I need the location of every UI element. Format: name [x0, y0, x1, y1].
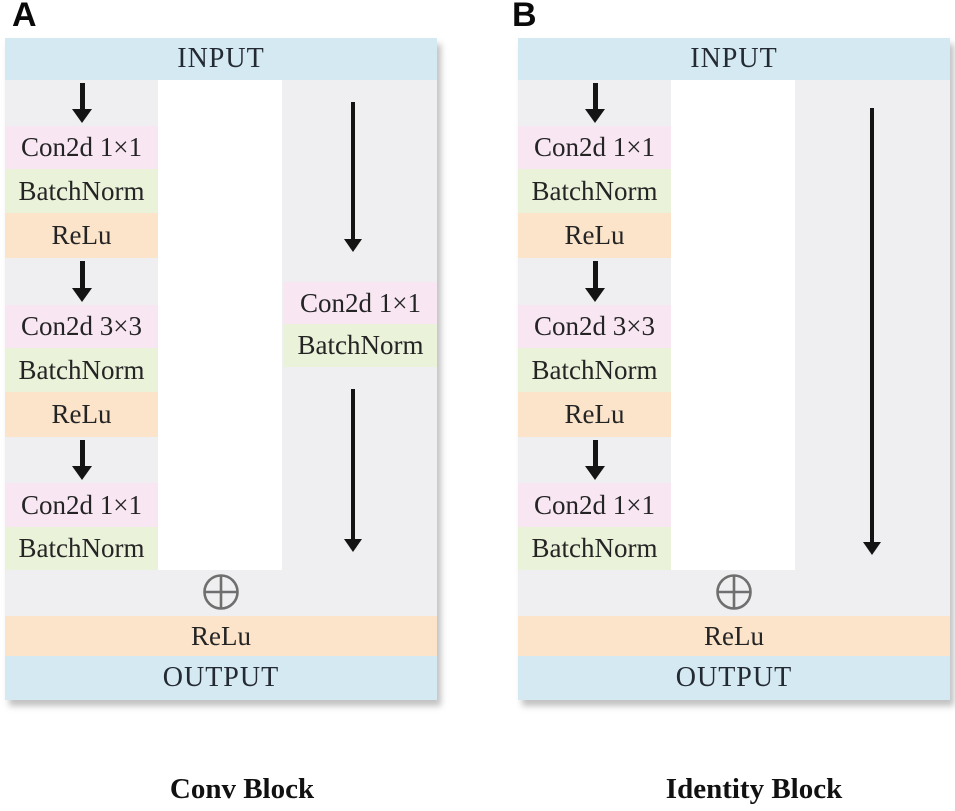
- conv-layer-box: Con2d 1×1: [5, 483, 158, 527]
- arrow-down-icon: [585, 83, 605, 123]
- shortcut-arrow-icon: [343, 389, 363, 552]
- main-path-background: [158, 80, 282, 570]
- input-label: INPUT: [690, 43, 778, 74]
- panel-caption: Identity Block: [665, 773, 843, 805]
- layer-label: Con2d 3×3: [534, 311, 655, 341]
- layer-label: Con2d 1×1: [300, 287, 421, 318]
- layer-label: ReLu: [564, 220, 625, 250]
- relu-layer-box: ReLu: [5, 213, 158, 258]
- layer-label: ReLu: [51, 220, 112, 250]
- add-icon: [201, 572, 241, 612]
- layer-label: Con2d 1×1: [21, 489, 142, 520]
- layer-label: BatchNorm: [18, 175, 145, 206]
- arrow-down-icon: [72, 83, 92, 123]
- relu-layer-box: ReLu: [518, 213, 671, 258]
- panel-caption: Conv Block: [169, 773, 315, 805]
- layer-label: ReLu: [704, 620, 764, 651]
- layer-label: ReLu: [51, 399, 112, 429]
- merge-relu-bar: ReLu: [518, 616, 950, 656]
- shortcut-arrow-icon: [343, 102, 363, 252]
- relu-layer-box: ReLu: [5, 392, 158, 437]
- output-label: OUTPUT: [675, 662, 793, 693]
- arrow-down-icon: [72, 261, 92, 302]
- batchnorm-layer-box: BatchNorm: [5, 169, 158, 213]
- panel-label-b: B: [512, 0, 537, 34]
- panel-identity-block: INPUT Con2d 1×1 BatchNorm ReLu Con2d 3×3…: [518, 38, 950, 700]
- batchnorm-layer-box: BatchNorm: [518, 348, 671, 392]
- conv-layer-box: Con2d 1×1: [518, 483, 671, 527]
- layer-label: BatchNorm: [18, 354, 145, 385]
- main-path-background: [671, 80, 795, 570]
- input-bar: INPUT: [518, 38, 950, 80]
- layer-label: BatchNorm: [297, 330, 424, 360]
- layer-label: BatchNorm: [531, 354, 658, 385]
- layer-label: Con2d 1×1: [534, 132, 655, 162]
- input-label: INPUT: [177, 43, 265, 74]
- add-icon: [714, 572, 754, 612]
- layer-label: BatchNorm: [18, 533, 145, 563]
- layer-label: BatchNorm: [531, 175, 658, 206]
- batchnorm-layer-box: BatchNorm: [5, 348, 158, 392]
- shortcut-conv-layer-box: Con2d 1×1: [284, 282, 437, 324]
- conv-layer-box: Con2d 3×3: [518, 305, 671, 348]
- panel-conv-block: INPUT Con2d 1×1 BatchNorm ReLu Con2d 3×3…: [5, 38, 437, 700]
- batchnorm-layer-box: BatchNorm: [518, 527, 671, 570]
- output-label: OUTPUT: [162, 662, 280, 693]
- layer-label: Con2d 1×1: [21, 132, 142, 162]
- relu-layer-box: ReLu: [518, 392, 671, 437]
- output-bar: OUTPUT: [5, 656, 437, 700]
- arrow-down-icon: [585, 440, 605, 480]
- output-bar: OUTPUT: [518, 656, 950, 700]
- layer-label: ReLu: [191, 620, 251, 651]
- conv-layer-box: Con2d 3×3: [5, 305, 158, 348]
- panel-label-a: A: [12, 0, 37, 34]
- identity-shortcut-arrow-icon: [862, 108, 882, 555]
- layer-label: Con2d 1×1: [534, 489, 655, 520]
- batchnorm-layer-box: BatchNorm: [518, 169, 671, 213]
- arrow-down-icon: [585, 261, 605, 302]
- layer-label: ReLu: [564, 399, 625, 429]
- batchnorm-layer-box: BatchNorm: [5, 527, 158, 570]
- conv-layer-box: Con2d 1×1: [518, 126, 671, 169]
- conv-layer-box: Con2d 1×1: [5, 126, 158, 169]
- shortcut-batchnorm-layer-box: BatchNorm: [284, 324, 437, 367]
- arrow-down-icon: [72, 440, 92, 480]
- merge-relu-bar: ReLu: [5, 616, 437, 656]
- input-bar: INPUT: [5, 38, 437, 80]
- layer-label: BatchNorm: [531, 533, 658, 563]
- layer-label: Con2d 3×3: [21, 311, 142, 341]
